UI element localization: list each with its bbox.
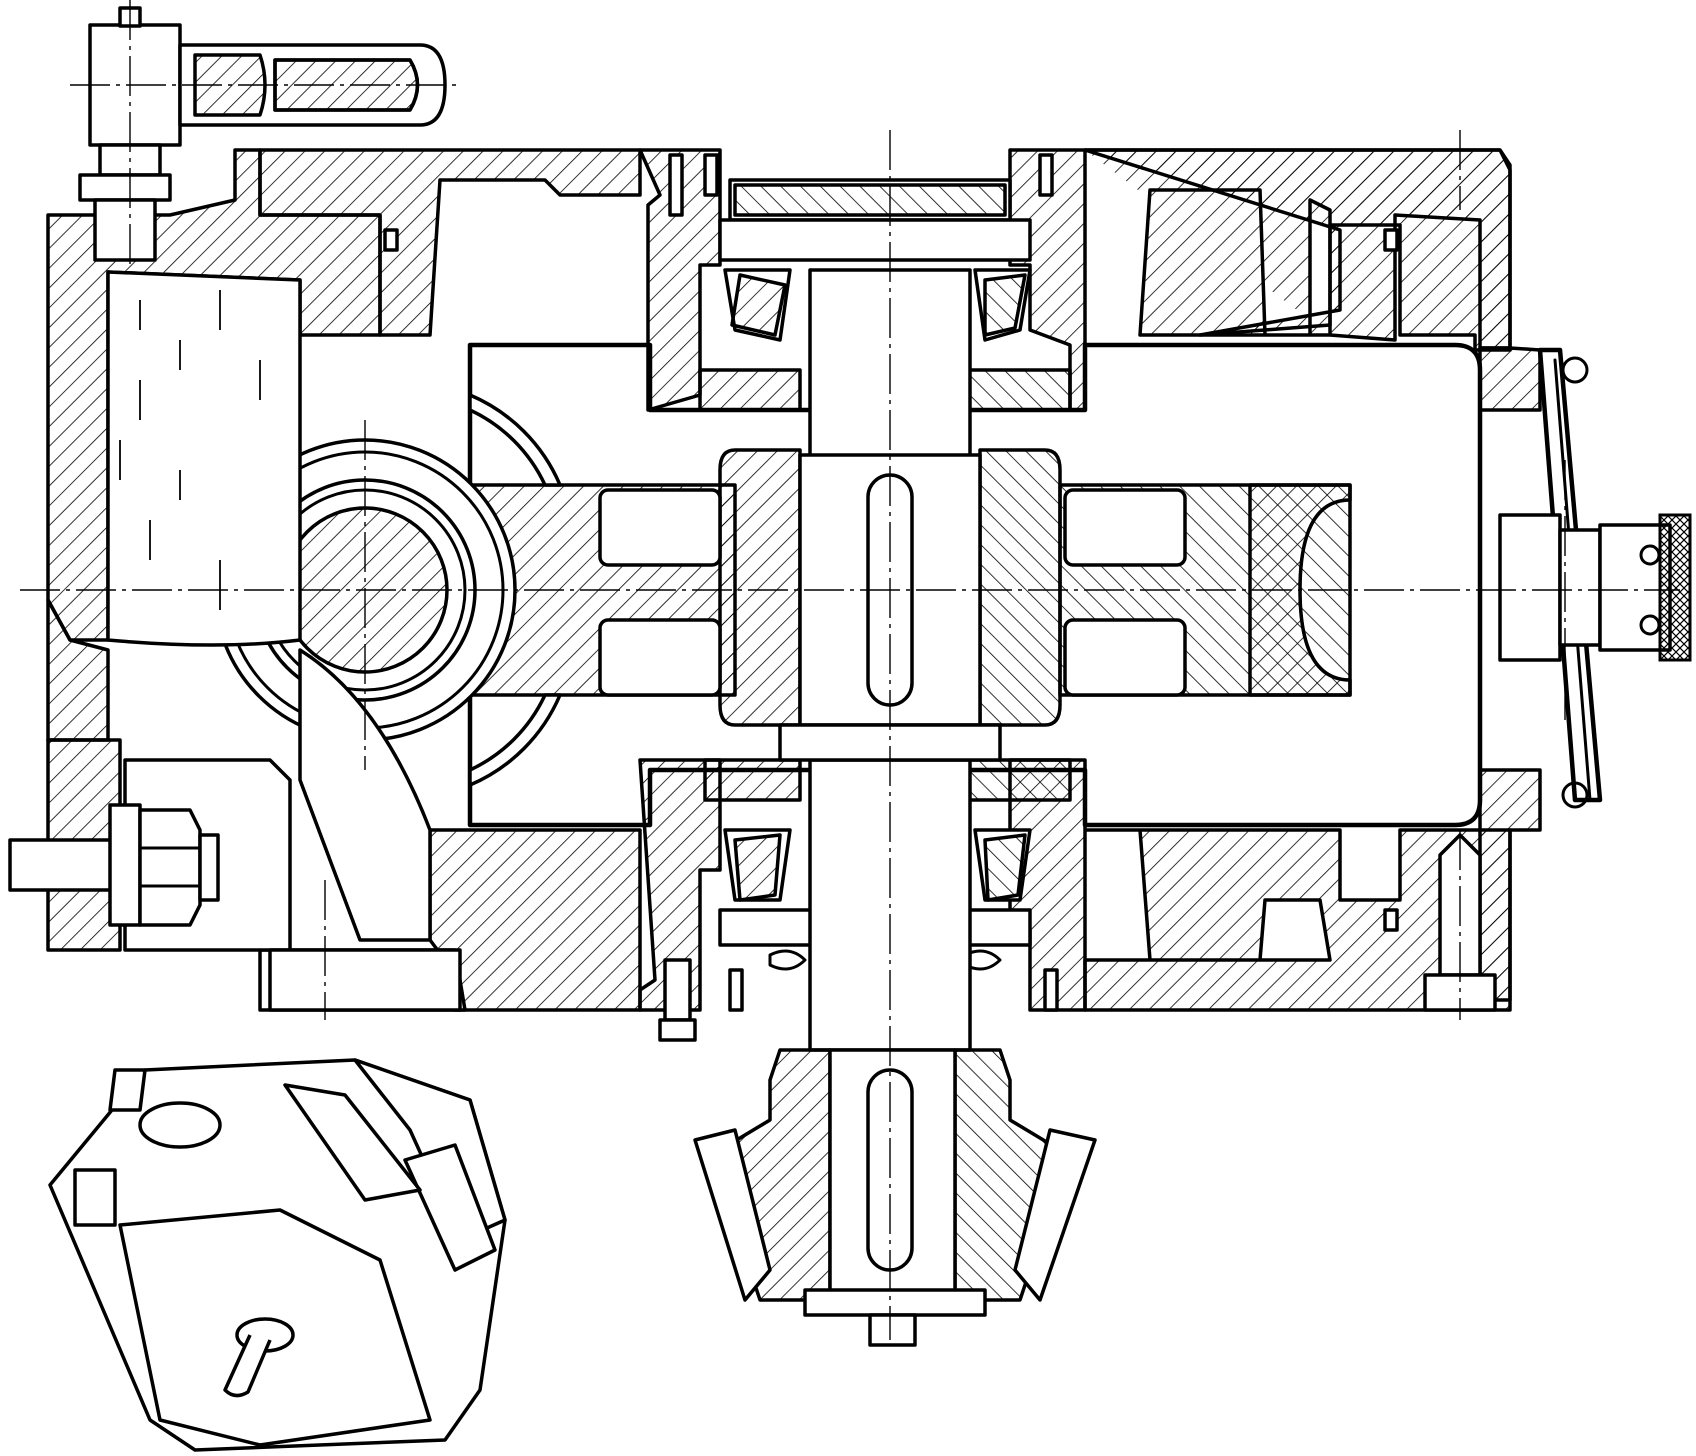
oil-reservoir (106, 270, 302, 647)
center-lines (20, 0, 1680, 1340)
dowel-pins (383, 153, 1399, 1042)
bevel-gear (693, 1048, 1097, 1347)
right-end-cover (1498, 347, 1692, 809)
foundation-bolt (8, 803, 220, 927)
lower-bearing-housing (638, 758, 1087, 1012)
upper-bearing-housing (638, 148, 1087, 412)
inner-cavity-outline (467, 342, 1483, 828)
isometric-view (48, 1058, 507, 1452)
